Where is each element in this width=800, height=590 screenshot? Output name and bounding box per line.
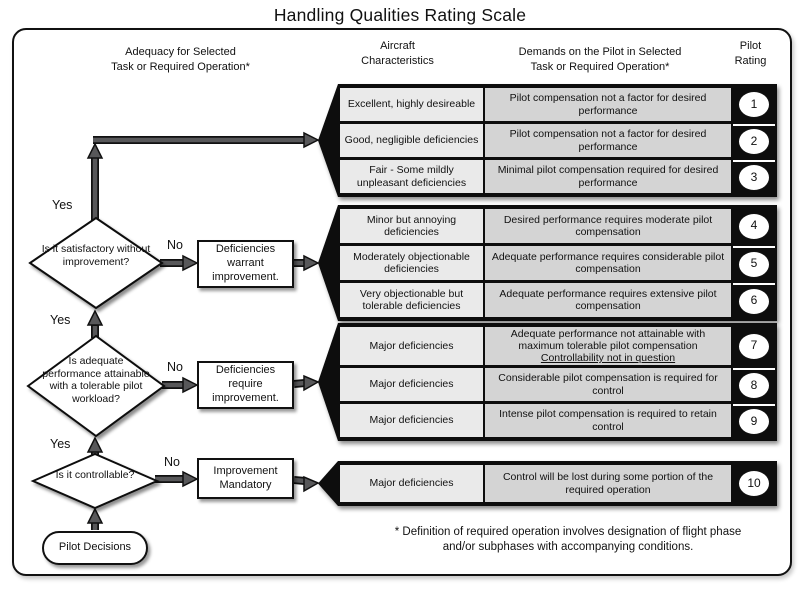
aircraft-cell: Very objectionable but tolerable deficie… [340, 283, 483, 317]
rating-group-1: Excellent, highly desireable Pilot compe… [318, 84, 777, 197]
decision-diamond-3 [30, 452, 160, 510]
demands-cell: Minimal pilot compensation required for … [485, 160, 731, 193]
aircraft-cell: Excellent, highly desireable [340, 88, 483, 121]
decision-diamond-2 [26, 334, 166, 438]
arrow-d2-no-to-box2 [162, 376, 199, 394]
footnote: * Definition of required operation invol… [394, 526, 742, 553]
demands-cell: Intense pilot compensation is required t… [485, 404, 731, 437]
rating-cell: 5 [733, 246, 775, 280]
arrow-box2-to-group3 [293, 374, 320, 392]
arrow-d2-yes-to-d1 [86, 309, 104, 338]
rating-badge: 7 [738, 332, 770, 360]
demands-cell: Adequate performance requires extensive … [485, 283, 731, 317]
demands-cell: Control will be lost during some portion… [485, 465, 731, 502]
box-deficiencies-require-improvement: Deficiencies require improvement. [197, 361, 294, 409]
rating-cell: 3 [733, 160, 775, 193]
aircraft-cell: Major deficiencies [340, 404, 483, 437]
rating-badge: 10 [738, 470, 770, 497]
aircraft-cell: Major deficiencies [340, 465, 483, 502]
pilot-decisions-pill: Pilot Decisions [42, 531, 148, 565]
header-adequacy: Adequacy for Selected Task or Required O… [111, 46, 250, 73]
diamond-1-question: Is it satisfactory without improvement? [41, 243, 151, 268]
diamond-3-question: Is it controllable? [55, 469, 135, 481]
rating-cell: 6 [733, 283, 775, 317]
rating-group-2: Minor but annoying deficiencies Desired … [318, 205, 777, 321]
demands-cell: Adequate performance not attainable with… [485, 327, 731, 365]
arrow-yes-to-group1 [86, 131, 320, 222]
arrow-box1-to-group2 [294, 254, 320, 272]
no-label-3: No [164, 455, 180, 469]
yes-label-2: Yes [50, 313, 71, 327]
rating-cell: 10 [733, 465, 775, 502]
demands-cell: Desired performance requires moderate pi… [485, 209, 731, 243]
demands-cell: Adequate performance requires considerab… [485, 246, 731, 280]
demands-cell: Pilot compensation not a factor for desi… [485, 124, 731, 157]
aircraft-cell: Moderately objectionable deficiencies [340, 246, 483, 280]
aircraft-cell: Major deficiencies [340, 368, 483, 401]
header-aircraft-characteristics: Aircraft Characteristics [361, 40, 434, 67]
rating-badge: 1 [738, 91, 770, 118]
rating-badge: 3 [738, 164, 770, 191]
header-pilot-rating: Pilot Rating [734, 40, 767, 67]
rating-badge: 9 [738, 408, 770, 435]
arrow-d1-no-to-box1 [160, 254, 199, 272]
aircraft-cell: Good, negligible deficiencies [340, 124, 483, 157]
arrow-pill-to-d3 [86, 507, 104, 530]
demands-underlined-note: Controllability not in question [540, 352, 676, 365]
rating-badge: 4 [738, 212, 770, 240]
decision-diamond-1 [28, 216, 164, 310]
diamond-2-question: Is adequate performance attainable with … [42, 355, 150, 405]
demands-cell: Pilot compensation not a factor for desi… [485, 88, 731, 121]
aircraft-cell: Major deficiencies [340, 327, 483, 365]
aircraft-cell: Fair - Some mildly unpleasant deficienci… [340, 160, 483, 193]
header-demands: Demands on the Pilot in Selected Task or… [518, 46, 682, 73]
rating-cell: 1 [733, 88, 775, 121]
no-label-1: No [167, 238, 183, 252]
no-label-2: No [167, 360, 183, 374]
arrow-box3-to-group4 [293, 475, 320, 493]
rating-cell: 8 [733, 368, 775, 401]
rating-badge: 5 [738, 250, 770, 278]
yes-label-3: Yes [50, 437, 71, 451]
aircraft-cell: Minor but annoying deficiencies [340, 209, 483, 243]
rating-cell: 7 [733, 327, 775, 365]
rating-group-3: Major deficiencies Adequate performance … [318, 323, 777, 441]
rating-badge: 2 [738, 128, 770, 155]
box-deficiencies-warrant-improvement: Deficiencies warrant improvement. [197, 240, 294, 288]
demands-cell: Considerable pilot compensation is requi… [485, 368, 731, 401]
rating-group-4: Major deficiencies Control will be lost … [318, 461, 777, 506]
yes-label-1: Yes [52, 198, 73, 212]
box-improvement-mandatory: Improvement Mandatory [197, 458, 294, 499]
rating-cell: 4 [733, 209, 775, 243]
rating-cell: 9 [733, 404, 775, 437]
rating-cell: 2 [733, 124, 775, 157]
page-title: Handling Qualities Rating Scale [273, 5, 527, 25]
rating-badge: 8 [738, 372, 770, 399]
rating-badge: 6 [738, 287, 770, 315]
arrow-d3-no-to-box3 [155, 470, 199, 488]
